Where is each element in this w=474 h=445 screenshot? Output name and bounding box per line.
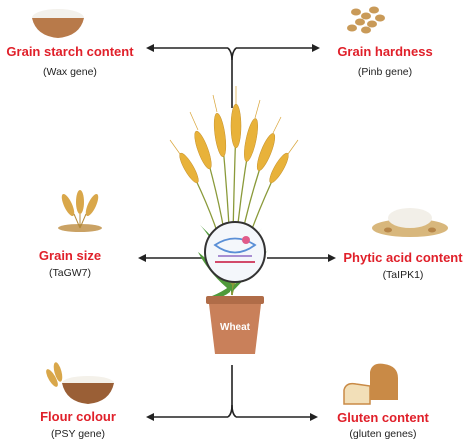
flour-with-grains-icon bbox=[372, 208, 448, 237]
bottom-stem bbox=[227, 365, 233, 418]
trait-gene-phytic-acid: (TaIPK1) bbox=[382, 269, 424, 281]
top-connector bbox=[146, 44, 320, 108]
flour-bowl-icon bbox=[32, 9, 84, 38]
trait-title-grain-starch: Grain starch content bbox=[6, 44, 134, 59]
trait-title-phytic-acid: Phytic acid content bbox=[343, 250, 463, 265]
trait-gene-grain-size: (TaGW7) bbox=[49, 267, 91, 279]
trait-title-flour-colour: Flour colour bbox=[40, 409, 116, 424]
trait-gene-gluten: (gluten genes) bbox=[349, 428, 417, 440]
trait-gene-flour-colour: (PSY gene) bbox=[50, 428, 106, 440]
bottom-stem-join bbox=[231, 404, 237, 418]
trait-gene-grain-starch: (Wax gene) bbox=[43, 66, 97, 78]
trait-gene-grain-hardness: (Pinb gene) bbox=[357, 66, 413, 78]
trait-title-gluten: Gluten content bbox=[337, 410, 429, 425]
flour-basket-icon bbox=[46, 362, 114, 404]
wheat-grains-icon bbox=[347, 6, 385, 34]
bottom-connector bbox=[146, 365, 318, 421]
flower-pot bbox=[206, 296, 264, 354]
top-stem-join bbox=[231, 47, 237, 61]
bread-loaf-icon bbox=[343, 363, 398, 405]
gene-editing-icon bbox=[204, 221, 266, 283]
wheat-pot-label: Wheat bbox=[220, 322, 250, 333]
wheat-bundle-icon bbox=[58, 190, 102, 232]
trait-title-grain-hardness: Grain hardness bbox=[337, 44, 433, 59]
trait-title-grain-size: Grain size bbox=[38, 248, 102, 263]
